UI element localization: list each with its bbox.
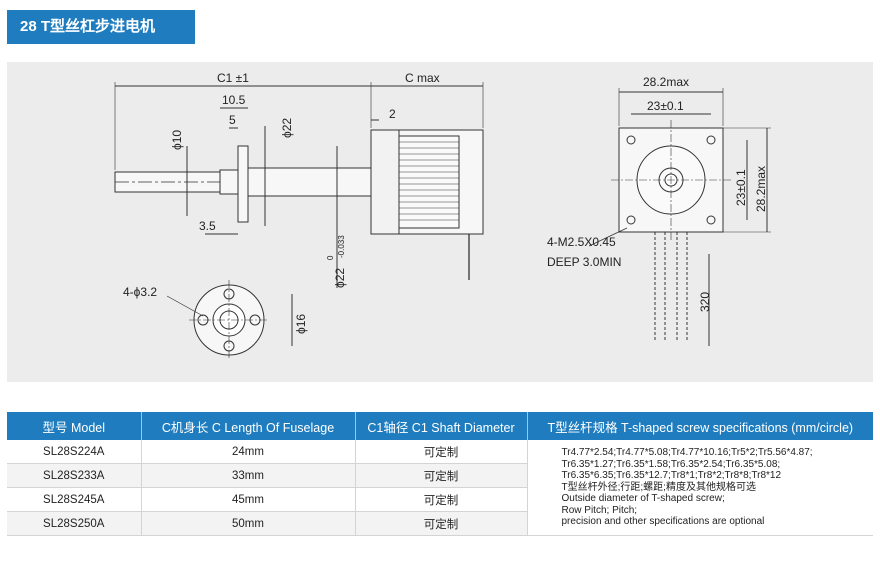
cell-model: SL28S224A bbox=[7, 440, 142, 464]
section-title: 28 T型丝杠步进电机 bbox=[7, 10, 195, 44]
dim-3-5: 3.5 bbox=[199, 219, 216, 233]
spec-line: Row Pitch; Pitch; bbox=[561, 504, 638, 516]
dim-2: 2 bbox=[389, 107, 396, 121]
table-row: SL28S250A 50mm 可定制 bbox=[7, 511, 873, 536]
dim-c-max: C max bbox=[405, 71, 440, 85]
dim-10-5: 10.5 bbox=[222, 93, 246, 107]
cell-screw-spec: Tr4.77*2.54;Tr4.77*5.08;Tr4.77*10.16;Tr5… bbox=[527, 440, 873, 536]
table-row: SL28S233A 33mm 可定制 bbox=[7, 463, 873, 488]
cell-length: 45mm bbox=[141, 487, 356, 512]
spec-line: precision and other specifications are o… bbox=[561, 516, 765, 528]
technical-drawing: C1 ±1 C max 10.5 5 2 ϕ10 ϕ22 ϕ22 0 -0.03… bbox=[7, 62, 873, 382]
dim-phi22: ϕ22 bbox=[280, 118, 294, 138]
table-header-row: 型号 Model C机身长 C Length Of Fuselage C1轴径 … bbox=[7, 412, 873, 440]
dim-phi10: ϕ10 bbox=[170, 130, 184, 150]
header-spec: T型丝杆规格 T-shaped screw specifications (mm… bbox=[527, 412, 873, 440]
dim-28-2-top: 28.2max bbox=[643, 75, 689, 89]
cell-shaft: 可定制 bbox=[355, 511, 528, 536]
header-model: 型号 Model bbox=[7, 412, 142, 440]
dim-c1: C1 ±1 bbox=[217, 71, 249, 85]
dim-holes: 4-ϕ3.2 bbox=[123, 285, 157, 299]
shaft-nut bbox=[219, 169, 239, 195]
dim-23-side: 23±0.1 bbox=[734, 169, 748, 206]
cell-model: SL28S233A bbox=[7, 463, 142, 488]
cell-length: 24mm bbox=[141, 440, 356, 464]
spec-line: T型丝杆外径;行距;螺距;精度及其他规格可选 bbox=[561, 481, 756, 493]
dim-28-2-side: 28.2max bbox=[754, 166, 768, 212]
screw-note-2: DEEP 3.0MIN bbox=[547, 255, 621, 269]
spec-table: 型号 Model C机身长 C Length Of Fuselage C1轴径 … bbox=[7, 412, 873, 536]
dim-23-top: 23±0.1 bbox=[647, 99, 684, 113]
cell-model: SL28S250A bbox=[7, 511, 142, 536]
dim-phi16: ϕ16 bbox=[294, 314, 308, 334]
dim-5: 5 bbox=[229, 113, 236, 127]
table-row: SL28S245A 45mm 可定制 bbox=[7, 487, 873, 512]
cell-model: SL28S245A bbox=[7, 487, 142, 512]
screw-housing bbox=[247, 167, 372, 197]
dim-phi22-sub: -0.033 bbox=[337, 235, 346, 258]
spec-line: Tr6.35*1.27;Tr6.35*1.58;Tr6.35*2.54;Tr6.… bbox=[561, 458, 781, 470]
screw-note-1: 4-M2.5X0.45 bbox=[547, 235, 616, 249]
dim-phi22-sup: 0 bbox=[326, 255, 335, 260]
dim-phi22-tol: ϕ22 bbox=[333, 268, 347, 288]
cell-length: 33mm bbox=[141, 463, 356, 488]
header-length: C机身长 C Length Of Fuselage bbox=[141, 412, 356, 440]
mounting-flange bbox=[237, 145, 249, 223]
cell-shaft: 可定制 bbox=[355, 487, 528, 512]
table-row: SL28S224A 24mm 可定制 Tr4.77*2.54;Tr4.77*5.… bbox=[7, 440, 873, 536]
cell-length: 50mm bbox=[141, 511, 356, 536]
cell-shaft: 可定制 bbox=[355, 440, 528, 464]
dim-320: 320 bbox=[698, 292, 712, 312]
spec-line: Tr4.77*2.54;Tr4.77*5.08;Tr4.77*10.16;Tr5… bbox=[561, 446, 813, 458]
spec-line: Outside diameter of T-shaped screw; bbox=[561, 493, 725, 505]
motor-drawing-svg: C1 ±1 C max 10.5 5 2 ϕ10 ϕ22 ϕ22 0 -0.03… bbox=[114, 71, 771, 360]
spec-line: Tr6.35*6.35;Tr6.35*12.7;Tr8*1;Tr8*2;Tr8*… bbox=[561, 470, 782, 482]
header-shaft: C1轴径 C1 Shaft Diameter bbox=[355, 412, 528, 440]
cell-shaft: 可定制 bbox=[355, 463, 528, 488]
